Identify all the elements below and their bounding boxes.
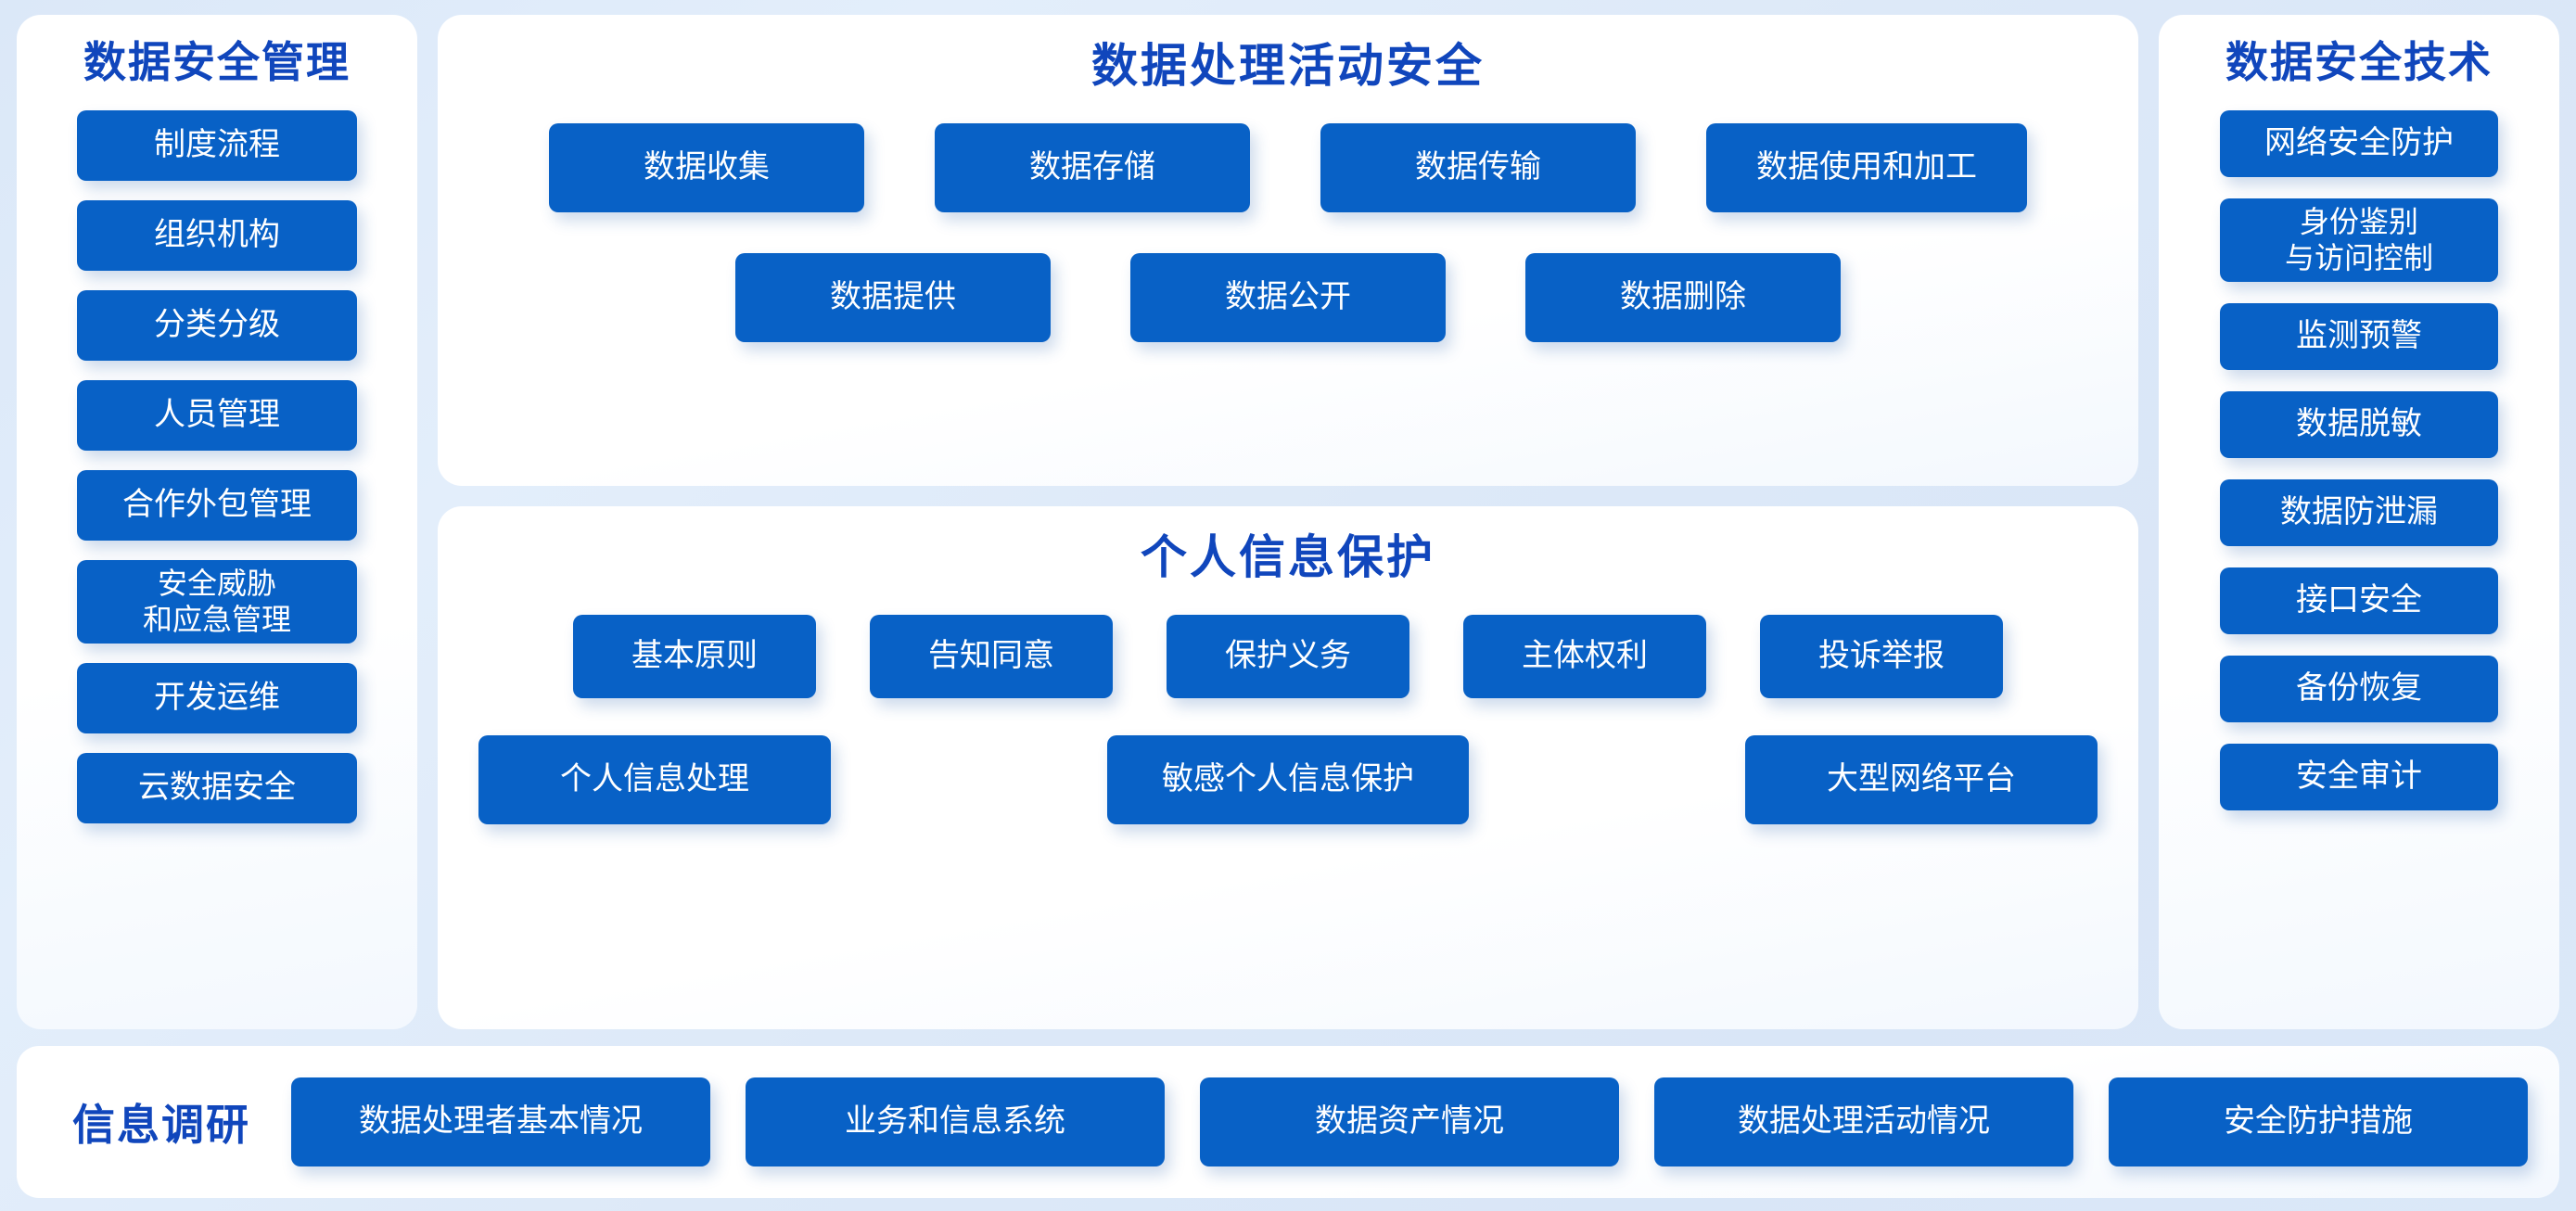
chip-shuju-shanchu[interactable]: 数据删除 <box>1525 253 1841 342</box>
chip-zhuti-quanli[interactable]: 主体权利 <box>1463 615 1706 698</box>
center-column: 数据处理活动安全 数据收集 数据存储 数据传输 数据使用和加工 数据提供 数据公… <box>438 15 2138 1029</box>
chip-fenlei-fenji[interactable]: 分类分级 <box>77 289 357 361</box>
chip-gaozhi-tongyi[interactable]: 告知同意 <box>870 615 1113 698</box>
chip-shuju-chuli-huodong-qingkuang[interactable]: 数据处理活动情况 <box>1654 1077 2073 1166</box>
right-panel-title: 数据安全技术 <box>2225 38 2493 86</box>
chip-yewu-he-xinxi-xitong[interactable]: 业务和信息系统 <box>746 1077 1165 1166</box>
chip-jiance-yujing[interactable]: 监测预警 <box>2220 302 2498 370</box>
personal-information-protection-panel: 个人信息保护 基本原则 告知同意 保护义务 主体权利 投诉举报 个人信息处理 敏… <box>438 506 2138 1029</box>
chip-hezuo-waibao-guanli[interactable]: 合作外包管理 <box>77 469 357 541</box>
personal-info-row-1: 基本原则 告知同意 保护义务 主体权利 投诉举报 <box>478 615 2098 698</box>
chip-wangluo-anquan-fanghu[interactable]: 网络安全防护 <box>2220 109 2498 177</box>
chip-shuju-cunchu[interactable]: 数据存储 <box>935 123 1250 212</box>
chip-shuju-fang-xielou[interactable]: 数据防泄漏 <box>2220 478 2498 546</box>
chip-daxing-wangluo-pingtai[interactable]: 大型网络平台 <box>1745 735 2098 824</box>
data-processing-activity-security-panel: 数据处理活动安全 数据收集 数据存储 数据传输 数据使用和加工 数据提供 数据公… <box>438 15 2138 486</box>
bottom-panel-title: 信息调研 <box>72 1101 250 1149</box>
chip-tousu-jubao[interactable]: 投诉举报 <box>1760 615 2003 698</box>
center-bottom-panel-title: 个人信息保护 <box>1141 531 1435 583</box>
chip-shuju-shiyong-jiagong[interactable]: 数据使用和加工 <box>1706 123 2027 212</box>
chip-shuju-tuomin[interactable]: 数据脱敏 <box>2220 390 2498 458</box>
left-panel-item-list: 制度流程 组织机构 分类分级 人员管理 合作外包管理 安全威胁 和应急管理 开发… <box>48 109 386 823</box>
chip-shuju-gongkai[interactable]: 数据公开 <box>1130 253 1446 342</box>
information-research-panel: 信息调研 数据处理者基本情况 业务和信息系统 数据资产情况 数据处理活动情况 安… <box>17 1046 2559 1198</box>
chip-yun-shuju-anquan[interactable]: 云数据安全 <box>77 752 357 823</box>
upper-region: 数据安全管理 制度流程 组织机构 分类分级 人员管理 合作外包管理 安全威胁 和… <box>17 15 2559 1029</box>
chip-shuju-zichan-qingkuang[interactable]: 数据资产情况 <box>1200 1077 1619 1166</box>
chip-shuju-shouji[interactable]: 数据收集 <box>549 123 864 212</box>
data-processing-row-2: 数据提供 数据公开 数据删除 <box>478 253 2098 342</box>
chip-anquan-weixie-yingji-guanli[interactable]: 安全威胁 和应急管理 <box>77 559 357 644</box>
chip-shuju-chuliz-jiben-qingkuang[interactable]: 数据处理者基本情况 <box>291 1077 710 1166</box>
chip-baohu-yiwu[interactable]: 保护义务 <box>1167 615 1409 698</box>
chip-geren-xinxi-chuli[interactable]: 个人信息处理 <box>478 735 831 824</box>
data-security-technology-panel: 数据安全技术 网络安全防护 身份鉴别 与访问控制 监测预警 数据脱敏 数据防泄漏… <box>2159 15 2559 1029</box>
left-panel-title: 数据安全管理 <box>83 38 351 86</box>
chip-mingan-geren-xinxi-baohu[interactable]: 敏感个人信息保护 <box>1107 735 1469 824</box>
chip-kaifa-yunwei[interactable]: 开发运维 <box>77 662 357 733</box>
chip-beifen-huifu[interactable]: 备份恢复 <box>2220 655 2498 722</box>
chip-zhidu-liucheng[interactable]: 制度流程 <box>77 109 357 181</box>
right-panel-item-list: 网络安全防护 身份鉴别 与访问控制 监测预警 数据脱敏 数据防泄漏 接口安全 备… <box>2190 109 2528 810</box>
personal-info-row-2: 个人信息处理 敏感个人信息保护 大型网络平台 <box>478 735 2098 824</box>
chip-zuzhi-jigou[interactable]: 组织机构 <box>77 199 357 271</box>
data-security-management-panel: 数据安全管理 制度流程 组织机构 分类分级 人员管理 合作外包管理 安全威胁 和… <box>17 15 417 1029</box>
chip-anquan-shenji[interactable]: 安全审计 <box>2220 743 2498 810</box>
chip-jiekou-anquan[interactable]: 接口安全 <box>2220 567 2498 634</box>
chip-shuju-chuanshu[interactable]: 数据传输 <box>1320 123 1636 212</box>
chip-jiben-yuanze[interactable]: 基本原则 <box>573 615 816 698</box>
center-top-panel-title: 数据处理活动安全 <box>1091 40 1485 92</box>
data-processing-row-1: 数据收集 数据存储 数据传输 数据使用和加工 <box>478 123 2098 212</box>
bottom-panel-item-list: 数据处理者基本情况 业务和信息系统 数据资产情况 数据处理活动情况 安全防护措施 <box>291 1077 2528 1166</box>
chip-anquan-fanghu-cuoshi[interactable]: 安全防护措施 <box>2109 1077 2528 1166</box>
chip-renyuan-guanli[interactable]: 人员管理 <box>77 379 357 451</box>
chip-shuju-tigong[interactable]: 数据提供 <box>735 253 1051 342</box>
chip-shenfen-jianbie-fangwen-kongzhi[interactable]: 身份鉴别 与访问控制 <box>2220 198 2498 282</box>
